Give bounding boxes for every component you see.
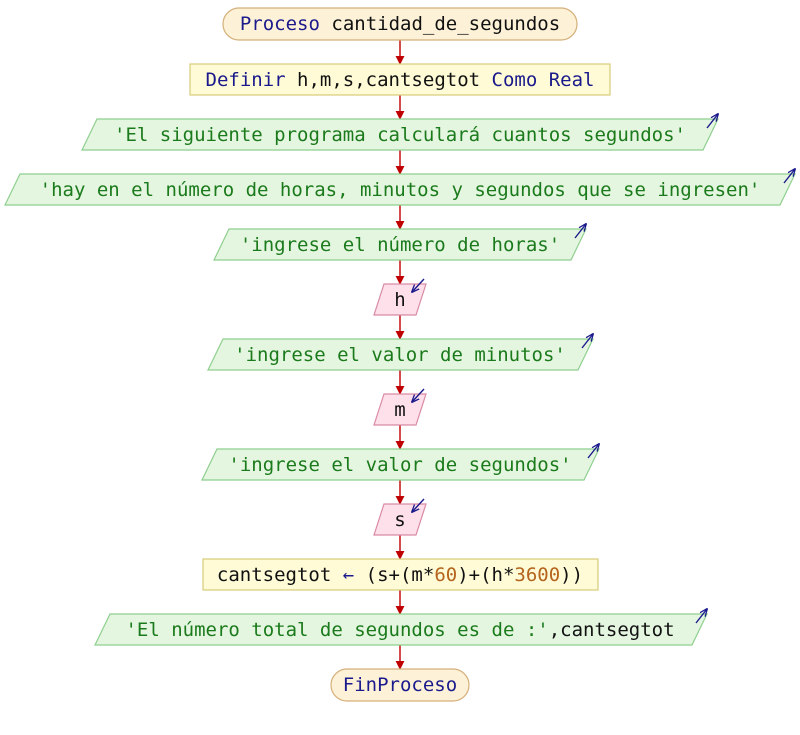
end-label: FinProceso (343, 674, 457, 696)
process-name: cantidad_de_segundos (331, 13, 560, 35)
output-box-1[interactable]: 'El siguiente programa calculará cuantos… (81, 114, 718, 151)
assign-arrow: ← (343, 564, 354, 586)
output-arrow-icon (581, 334, 593, 349)
input-arrow-icon (412, 388, 425, 402)
output-box-2[interactable]: 'hay en el número de horas, minutos y se… (4, 169, 795, 206)
output-arrow-icon (587, 444, 599, 459)
assign-number-60: 60 (434, 564, 457, 586)
define-label: Definir h,m,s,cantsegtot Como Real (206, 69, 595, 91)
output-box-5[interactable]: 'ingrese el valor de segundos' (201, 444, 599, 481)
output-text-5: 'ingrese el valor de segundos' (228, 454, 571, 476)
assign-target: cantsegtot (217, 564, 331, 586)
output-var-6: ,cantsegtot (549, 619, 675, 641)
output-text-6: 'El número total de segundos es de :',ca… (125, 619, 674, 641)
input-arrow-icon (412, 498, 425, 512)
define-process-box[interactable]: Definir h,m,s,cantsegtot Como Real (189, 63, 611, 96)
input-var-h: h (394, 289, 405, 311)
input-var-m: m (394, 399, 405, 421)
define-vars: h,m,s,cantsegtot (297, 69, 480, 91)
assign-number-3600: 3600 (514, 564, 560, 586)
assignment-process-box[interactable]: cantsegtot ← (s+(m*60)+(h*3600)) (202, 558, 599, 591)
proceso-keyword: Proceso (240, 13, 320, 35)
output-string-6: 'El número total de segundos es de :' (125, 619, 548, 641)
output-arrow-icon (706, 114, 718, 129)
input-box-s[interactable]: s (373, 498, 427, 536)
output-box-3[interactable]: 'ingrese el número de horas' (213, 224, 586, 261)
type-keyword: Como Real (492, 69, 595, 91)
input-arrow-icon (412, 278, 425, 292)
output-box-6[interactable]: 'El número total de segundos es de :',ca… (94, 609, 707, 646)
output-text-1: 'El siguiente programa calculará cuantos… (114, 124, 686, 146)
output-text-3: 'ingrese el número de horas' (240, 234, 560, 256)
output-text-4: 'ingrese el valor de minutos' (234, 344, 566, 366)
definir-keyword: Definir (206, 69, 286, 91)
output-arrow-icon (783, 169, 795, 184)
input-box-m[interactable]: m (373, 388, 427, 426)
output-arrow-icon (574, 224, 586, 239)
output-box-4[interactable]: 'ingrese el valor de minutos' (207, 334, 593, 371)
assignment-label: cantsegtot ← (s+(m*60)+(h*3600)) (217, 564, 583, 586)
assign-part-3: )) (560, 564, 583, 586)
assign-part-1: (s+(m* (366, 564, 435, 586)
assign-part-2: )+(h* (457, 564, 514, 586)
input-var-s: s (394, 509, 405, 531)
start-terminal[interactable]: Proceso cantidad_de_segundos (222, 7, 578, 41)
input-box-h[interactable]: h (373, 278, 427, 316)
output-arrow-icon (695, 609, 707, 624)
start-label: Proceso cantidad_de_segundos (240, 13, 560, 35)
output-text-2: 'hay en el número de horas, minutos y se… (40, 179, 761, 201)
end-terminal[interactable]: FinProceso (330, 668, 470, 702)
